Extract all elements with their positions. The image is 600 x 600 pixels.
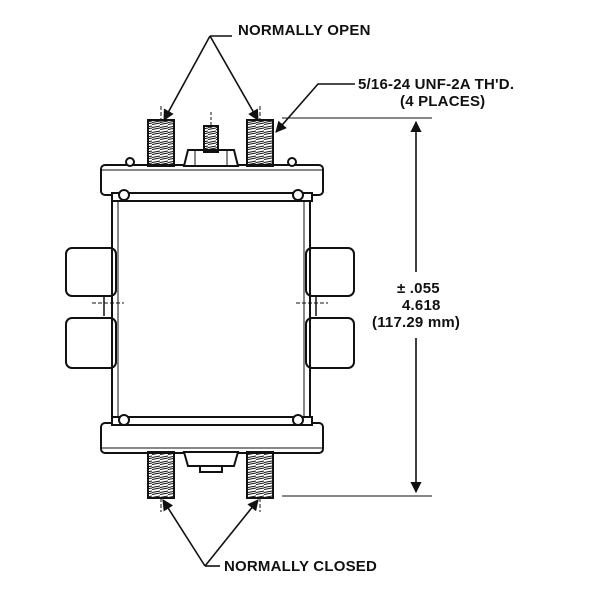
thread-places-label: (4 PLACES) <box>400 93 486 110</box>
left-bracket-upper <box>65 247 117 297</box>
bottom-right-terminal-stud <box>246 451 274 499</box>
top-left-terminal-stud <box>147 119 175 167</box>
thread-leader <box>275 83 355 133</box>
top-center-nut <box>182 149 240 167</box>
thread-spec-label: 5/16-24 UNF-2A TH'D. <box>358 76 515 93</box>
top-right-terminal-stud <box>246 119 274 167</box>
closed-leader-left <box>162 499 206 567</box>
normally-closed-label: NORMALLY CLOSED <box>224 558 378 575</box>
closed-leader-right <box>204 499 259 567</box>
right-bracket-upper <box>305 247 355 297</box>
relay-body <box>111 197 311 421</box>
left-bracket-lower <box>65 317 117 369</box>
open-leader-left <box>163 35 211 121</box>
normally-open-label: NORMALLY OPEN <box>238 22 371 39</box>
dimension-mm-label: (117.29 mm) <box>372 314 461 331</box>
open-leader-right <box>209 35 259 121</box>
center-terminal-stud <box>203 125 219 153</box>
bottom-center-nut <box>182 451 240 467</box>
bottom-left-terminal-stud <box>147 451 175 499</box>
tolerance-label: ± .055 <box>397 280 440 297</box>
right-bracket-lower <box>305 317 355 369</box>
dimension-inches-label: 4.618 <box>402 297 441 314</box>
